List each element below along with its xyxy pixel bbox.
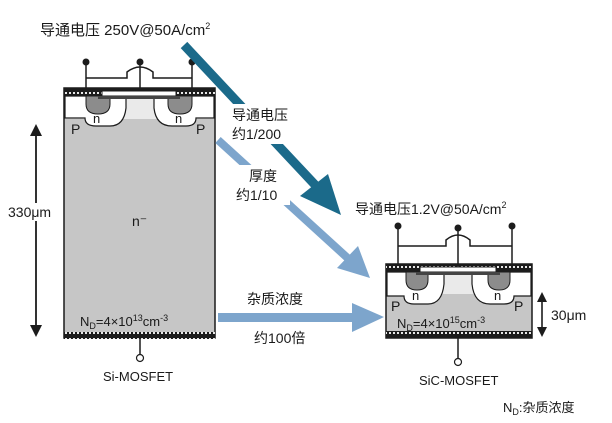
si-drain-terminal <box>135 353 145 363</box>
si-gate <box>101 90 177 97</box>
si-p-label-right: P <box>196 121 205 137</box>
sic-bottom-metal <box>386 331 532 338</box>
sic-doping-label: ND=4×1015cm-3 <box>397 315 485 333</box>
sic-source-terminal-right <box>508 222 516 230</box>
doping-ratio-line2: 约100倍 <box>254 330 305 346</box>
si-n-region-left <box>85 95 111 115</box>
voltage-ratio-line2: 约1/200 <box>232 126 281 142</box>
sic-terminals <box>397 228 513 360</box>
sic-n-label-right: n <box>494 288 501 303</box>
doping-arrow <box>218 303 384 332</box>
si-voltage-label: 导通电压 250V@50A/cm2 <box>40 21 210 39</box>
voltage-ratio-line1: 导通电压 <box>232 107 288 123</box>
doping-ratio-line1: 杂质浓度 <box>247 291 303 307</box>
sic-gate-terminal <box>454 224 462 232</box>
sic-drain-terminal <box>453 357 463 367</box>
sic-gate-oxide <box>416 272 500 275</box>
si-thickness-dimension <box>4 124 62 337</box>
thickness-ratio-line2: 约1/10 <box>236 187 277 203</box>
sic-mosfet-label: SiC-MOSFET <box>419 373 499 388</box>
thickness-label-backdrop <box>232 165 290 205</box>
si-n-minus-label: n⁻ <box>132 213 147 229</box>
sic-mosfet-device <box>385 222 533 367</box>
doping-legend: ND:杂质浓度 <box>503 400 575 417</box>
si-gate-terminal <box>136 58 144 66</box>
si-source-terminal-left <box>82 58 90 66</box>
sic-p-label-right: P <box>514 298 523 314</box>
si-gate-oxide <box>98 96 180 99</box>
sic-source-terminal-left <box>394 222 402 230</box>
si-body <box>63 87 216 339</box>
sic-thickness-dimension <box>537 292 547 337</box>
si-n-region-right <box>167 95 193 115</box>
sic-gate <box>419 266 497 273</box>
si-doping-label: ND=4×1013cm-3 <box>80 313 168 331</box>
thickness-ratio-line1: 厚度 <box>249 168 277 184</box>
sic-p-label-left: P <box>391 298 400 314</box>
si-n-label-left: n <box>93 111 100 126</box>
si-n-label-right: n <box>175 111 182 126</box>
si-mosfet-label: Si-MOSFET <box>103 369 173 384</box>
si-mosfet-device <box>63 58 216 363</box>
si-terminals <box>85 64 193 356</box>
sic-thickness-label: 30μm <box>551 307 586 323</box>
si-bottom-metal <box>64 332 215 339</box>
sic-voltage-label: 导通电压1.2V@50A/cm2 <box>355 200 507 217</box>
voltage-label-backdrop <box>228 104 294 144</box>
sic-n-region-right <box>487 271 511 291</box>
si-p-label-left: P <box>71 121 80 137</box>
sic-n-label-left: n <box>412 288 419 303</box>
si-thickness-label: 330μm <box>8 204 51 220</box>
sic-n-region-left <box>405 271 429 291</box>
